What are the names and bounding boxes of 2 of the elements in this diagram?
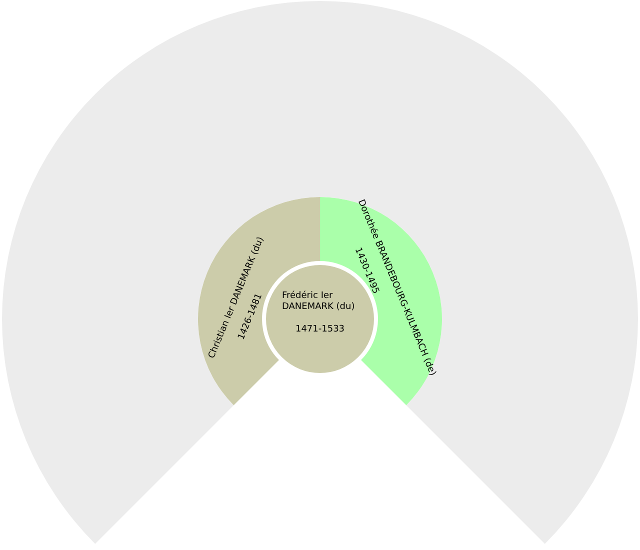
person-name: Frédéric Ier DANEMARK (du) <box>282 291 356 313</box>
life-dates: 1471-1533 <box>295 324 345 336</box>
